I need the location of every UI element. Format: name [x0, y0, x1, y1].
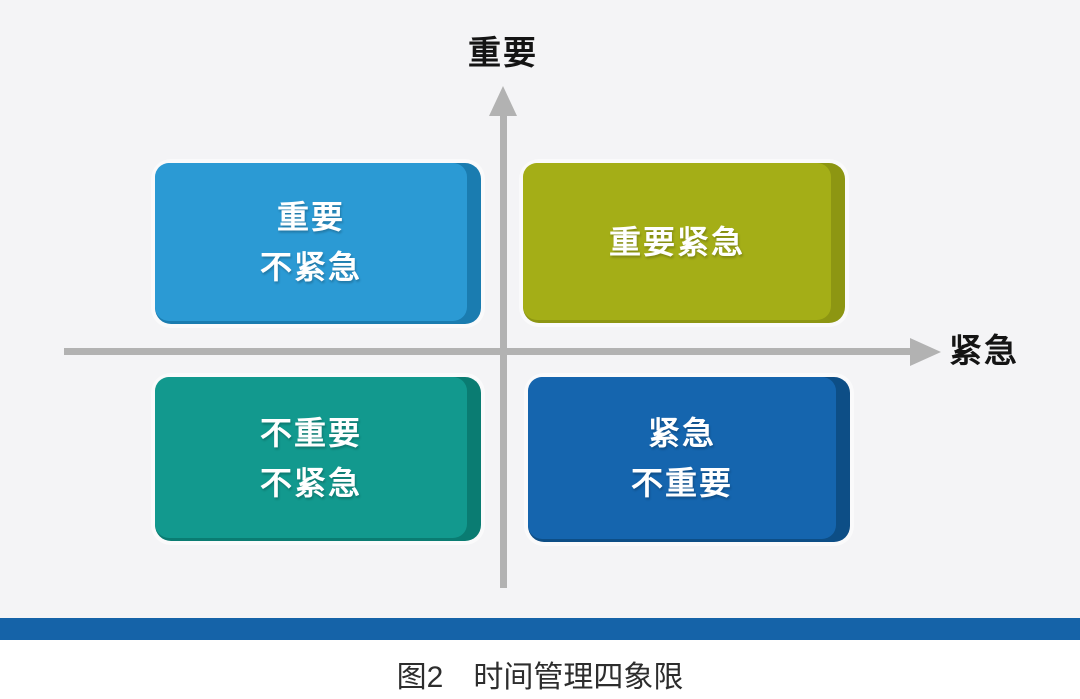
- quadrant-label-line: 紧急: [647, 415, 716, 451]
- vertical-axis-label: 重要: [468, 34, 538, 71]
- quadrant-label-line: 不紧急: [259, 249, 362, 285]
- figure-caption: 图2 时间管理四象限: [396, 661, 684, 694]
- quadrant-not-important-not-urgent: 不重要 不紧急: [155, 377, 481, 541]
- up-arrow-icon: [489, 86, 517, 116]
- quadrant-label-line: 不重要: [259, 414, 362, 451]
- quadrant-label-line: 不紧急: [259, 464, 362, 501]
- quadrant-important-urgent: 重要紧急: [523, 163, 845, 323]
- quadrant-urgent-not-important: 紧急 不重要: [528, 377, 850, 542]
- horizontal-axis-line: [64, 348, 910, 355]
- quadrant-important-not-urgent: 重要 不紧急: [155, 163, 481, 324]
- divider-bar: [0, 618, 1080, 640]
- quadrant-face: 重要紧急: [523, 163, 831, 320]
- right-arrow-icon: [910, 338, 941, 366]
- quadrant-label-line: 重要: [276, 199, 345, 235]
- quadrant-face: 重要 不紧急: [155, 163, 467, 321]
- quadrant-label-line: 重要紧急: [608, 223, 745, 260]
- quadrant-face: 不重要 不紧急: [155, 377, 467, 538]
- quadrant-face: 紧急 不重要: [528, 377, 836, 539]
- horizontal-axis-label: 紧急: [949, 332, 1019, 369]
- quadrant-label-line: 不重要: [630, 465, 733, 501]
